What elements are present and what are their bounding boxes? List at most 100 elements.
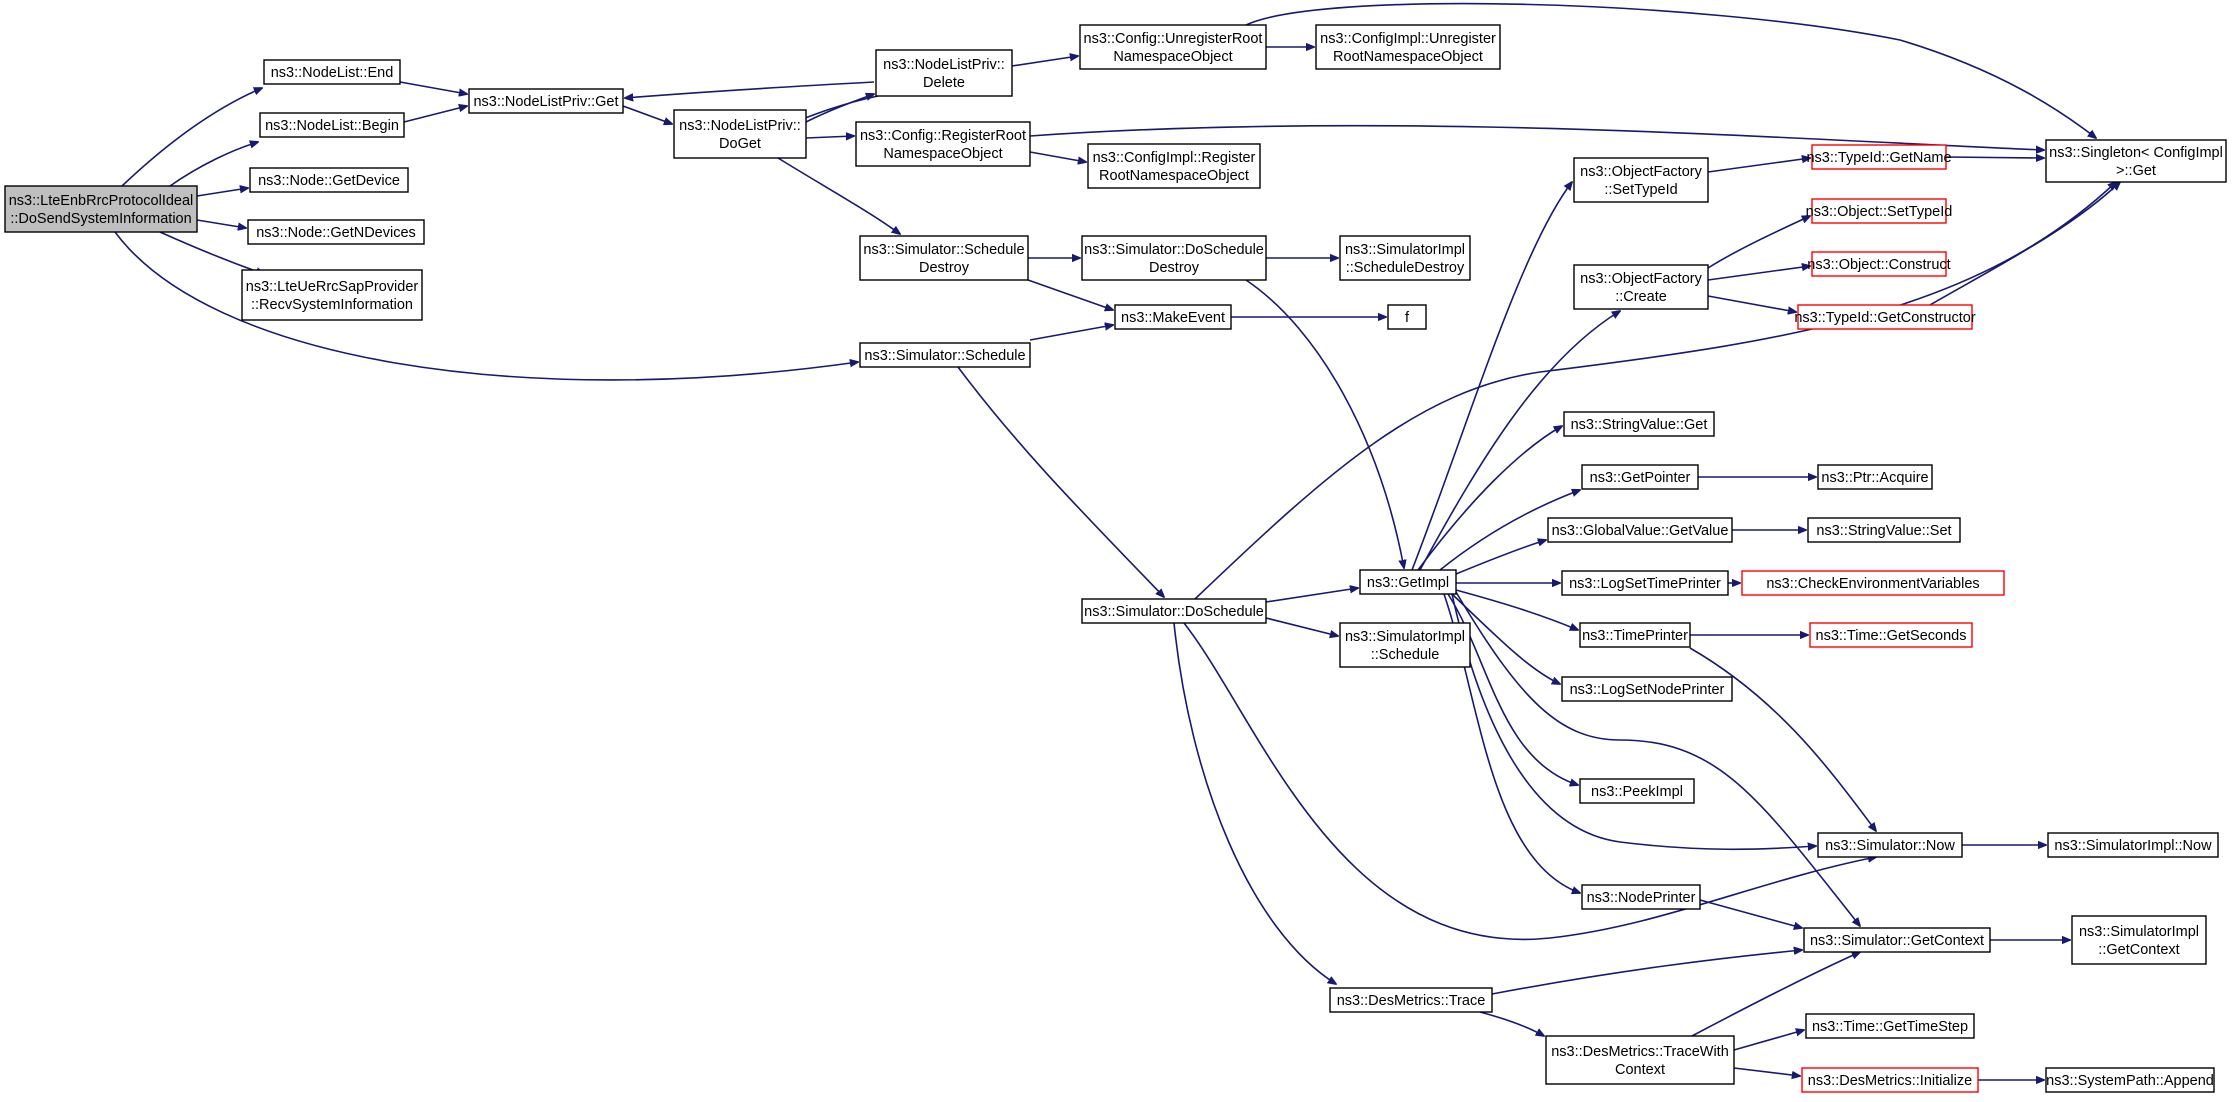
node-getpointer[interactable]: ns3::GetPointer — [1581, 464, 1699, 490]
node-label: ns3::GlobalValue::GetValue — [1552, 523, 1729, 539]
node-stringvalue-get[interactable]: ns3::StringValue::Get — [1563, 411, 1715, 437]
node-box — [1081, 598, 1267, 624]
node-label: ::Create — [1615, 289, 1667, 305]
node-systempath-append[interactable]: ns3::SystemPath::Append — [2045, 1067, 2215, 1093]
node-time-getseconds[interactable]: ns3::Time::GetSeconds — [1809, 622, 1973, 648]
node-of-create[interactable]: ns3::ObjectFactory::Create — [1573, 264, 1709, 310]
node-label: ::ScheduleDestroy — [1346, 260, 1465, 276]
node-simimpl-now[interactable]: ns3::SimulatorImpl::Now — [2047, 832, 2219, 858]
node-node-getdevice[interactable]: ns3::Node::GetDevice — [249, 167, 409, 193]
node-obj-construct[interactable]: ns3::Object::Construct — [1807, 251, 1951, 277]
node-recv-sysinfo[interactable]: ns3::LteUeRrcSapProvider::RecvSystemInfo… — [241, 269, 423, 321]
edge-root-to-nl_begin — [169, 142, 258, 187]
node-box — [859, 342, 1031, 368]
node-box — [1579, 622, 1691, 648]
node-typeid-getctor[interactable]: ns3::TypeId::GetConstructor — [1794, 304, 1976, 330]
node-cfg-unreg[interactable]: ns3::Config::UnregisterRootNamespaceObje… — [1079, 24, 1267, 70]
edge-cfg_unreg-to-singleton_get — [1245, 2, 2096, 138]
node-f[interactable]: f — [1387, 304, 1427, 330]
node-logsetnodeprinter[interactable]: ns3::LogSetNodePrinter — [1561, 676, 1733, 702]
node-obj-settypeid[interactable]: ns3::Object::SetTypeId — [1806, 198, 1953, 224]
node-box — [1359, 569, 1457, 595]
node-simimpl-scheddestroy[interactable]: ns3::SimulatorImpl::ScheduleDestroy — [1339, 235, 1471, 281]
node-makeevent[interactable]: ns3::MakeEvent — [1114, 304, 1232, 330]
node-simimpl-schedule[interactable]: ns3::SimulatorImpl::Schedule — [1339, 622, 1471, 668]
node-label: ns3::DesMetrics::TraceWith — [1551, 1044, 1729, 1060]
node-timeprinter[interactable]: ns3::TimePrinter — [1579, 622, 1691, 648]
node-box — [1339, 235, 1471, 281]
node-nodeprinter[interactable]: ns3::NodePrinter — [1581, 884, 1701, 910]
node-label: ns3::Simulator::GetContext — [1810, 933, 1984, 949]
node-label: ns3::ObjectFactory — [1580, 164, 1702, 180]
node-label: ns3::Node::GetDevice — [258, 173, 400, 189]
node-root[interactable]: ns3::LteEnbRrcProtocolIdeal::DoSendSyste… — [4, 185, 198, 233]
edge-root-to-sim_schedule — [114, 231, 858, 381]
node-label: ns3::SimulatorImpl — [1345, 242, 1465, 258]
node-box — [468, 88, 624, 114]
node-label: Delete — [923, 75, 965, 91]
edge-timeprinter-to-sim_now — [1689, 647, 1876, 831]
node-label: ns3::NodePrinter — [1587, 890, 1696, 906]
node-simimpl-getcontext[interactable]: ns3::SimulatorImpl::GetContext — [2071, 915, 2207, 965]
edge-desmetrics_tracewith-to-desmetrics_init — [1733, 1067, 1800, 1076]
node-label: ns3::SimulatorImpl::Now — [2054, 838, 2212, 854]
node-nlp-doget[interactable]: ns3::NodeListPriv::DoGet — [673, 109, 807, 159]
node-sim-doschedule[interactable]: ns3::Simulator::DoSchedule — [1081, 598, 1267, 624]
node-desmetrics-trace[interactable]: ns3::DesMetrics::Trace — [1329, 987, 1493, 1013]
edge-getimpl-to-logsetnodeprinter — [1451, 593, 1560, 684]
node-nl-end[interactable]: ns3::NodeList::End — [263, 59, 401, 85]
node-of-settypeid[interactable]: ns3::ObjectFactory::SetTypeId — [1573, 157, 1709, 203]
node-box — [259, 112, 405, 138]
node-cfgimpl-reg[interactable]: ns3::ConfigImpl::RegisterRootNamespaceOb… — [1087, 143, 1261, 189]
node-peekimpl[interactable]: ns3::PeekImpl — [1579, 778, 1695, 804]
node-nl-begin[interactable]: ns3::NodeList::Begin — [259, 112, 405, 138]
node-sim-getcontext[interactable]: ns3::Simulator::GetContext — [1803, 927, 1991, 953]
edge-sim_doschedule-to-desmetrics_trace — [1173, 622, 1336, 984]
node-singleton-get[interactable]: ns3::Singleton< ConfigImpl >::Get — [2045, 139, 2227, 183]
node-time-gettimestep[interactable]: ns3::Time::GetTimeStep — [1805, 1013, 1975, 1039]
edge-of_create-to-typeid_getctor — [1707, 295, 1796, 312]
node-box — [1573, 157, 1709, 203]
node-box — [1545, 1035, 1735, 1085]
node-box — [2071, 915, 2207, 965]
node-label: ::RecvSystemInformation — [251, 297, 413, 313]
node-gv-getvalue[interactable]: ns3::GlobalValue::GetValue — [1547, 517, 1733, 543]
node-box — [1741, 570, 2005, 596]
edges-layer — [114, 2, 2120, 1080]
node-label: ns3::PeekImpl — [1591, 784, 1683, 800]
node-label: ns3::NodeListPriv:: — [679, 118, 801, 134]
node-label: NamespaceObject — [883, 146, 1002, 162]
node-box — [1581, 464, 1699, 490]
node-stringvalue-set[interactable]: ns3::StringValue::Set — [1807, 517, 1961, 543]
node-label: ns3::SystemPath::Append — [2046, 1073, 2214, 1089]
node-label: ns3::NodeListPriv:: — [883, 57, 1005, 73]
node-logsettimeprinter[interactable]: ns3::LogSetTimePrinter — [1561, 570, 1729, 596]
edge-nlp_doget-to-sim_schedule_destroy — [777, 157, 900, 234]
node-desmetrics-init[interactable]: ns3::DesMetrics::Initialize — [1801, 1067, 1979, 1093]
node-label: ns3::DesMetrics::Trace — [1337, 993, 1486, 1009]
node-getimpl[interactable]: ns3::GetImpl — [1359, 569, 1457, 595]
node-ptr-acquire[interactable]: ns3::Ptr::Acquire — [1817, 464, 1933, 490]
node-checkenv[interactable]: ns3::CheckEnvironmentVariables — [1741, 570, 2005, 596]
node-typeid-getname[interactable]: ns3::TypeId::GetName — [1806, 144, 1952, 170]
node-nlp-get[interactable]: ns3::NodeListPriv::Get — [468, 88, 624, 114]
node-sim-schedule[interactable]: ns3::Simulator::Schedule — [859, 342, 1031, 368]
node-box — [1315, 24, 1501, 70]
node-sim-now[interactable]: ns3::Simulator::Now — [1817, 832, 1963, 858]
node-sim-schedule-destroy[interactable]: ns3::Simulator::ScheduleDestroy — [859, 235, 1029, 281]
edge-sim_doschedule-to-getimpl — [1265, 588, 1358, 603]
node-label: ns3::LteUeRrcSapProvider — [246, 279, 419, 295]
edge-sim_doschedule-to-sim_now — [1183, 622, 1876, 941]
node-cfgimpl-unreg[interactable]: ns3::ConfigImpl::UnregisterRootNamespace… — [1315, 24, 1501, 70]
node-box — [1561, 676, 1733, 702]
node-box — [1801, 1067, 1979, 1093]
edge-getimpl-to-peekimpl — [1447, 593, 1578, 785]
node-node-getndevices[interactable]: ns3::Node::GetNDevices — [247, 219, 425, 245]
node-box — [1797, 304, 1973, 330]
edge-typeid_getctor-to-singleton_get — [1929, 182, 2120, 306]
edge-desmetrics_trace-to-desmetrics_tracewith — [1479, 1011, 1544, 1036]
node-nlp-delete[interactable]: ns3::NodeListPriv::Delete — [875, 49, 1013, 97]
